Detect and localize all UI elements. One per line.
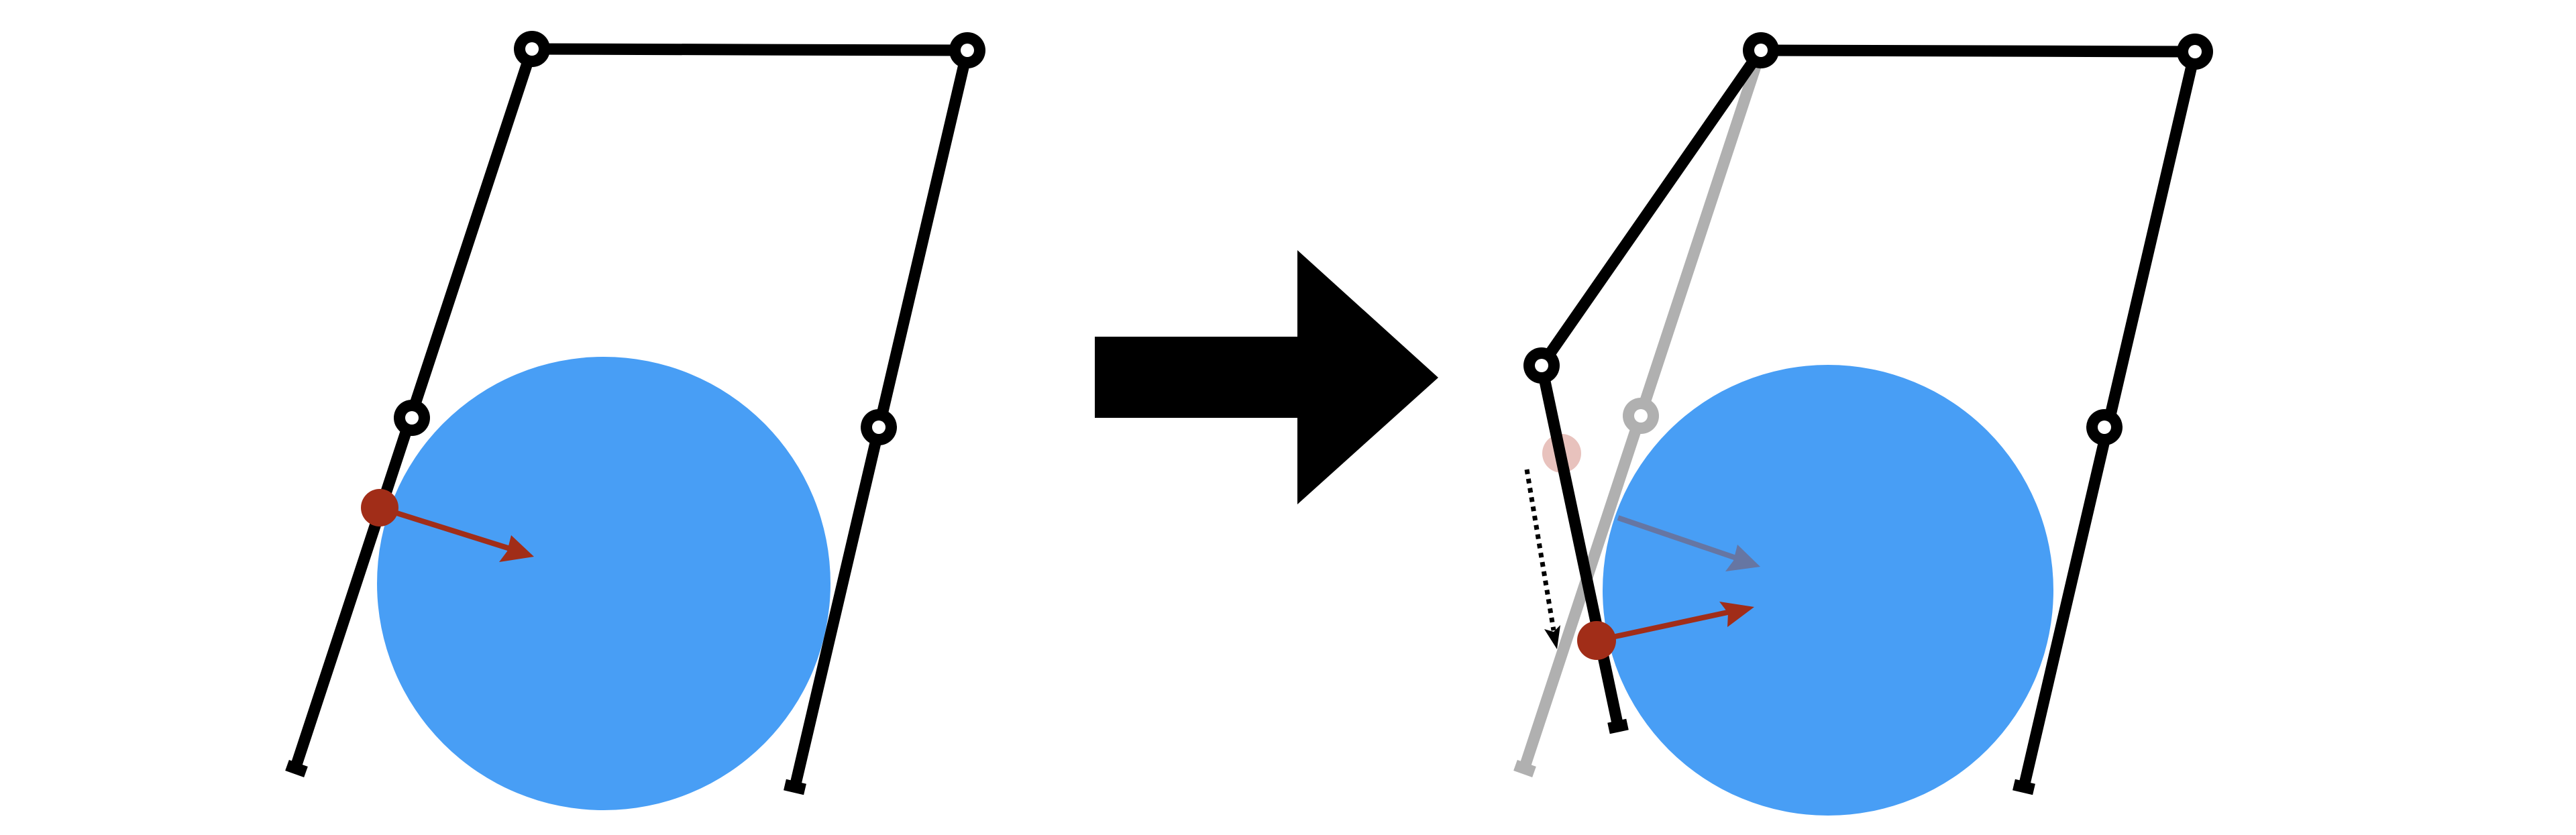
joint-right-panel-right-top [2177,34,2213,70]
left-proximal-link [1537,47,1766,369]
joint-right-top [949,32,985,68]
ball-right [1603,365,2053,816]
transition-arrow [1095,250,1438,504]
contact-point-right [1577,621,1616,660]
contact-force-arrow-left [378,505,511,551]
ghost-joint-left-mid [1623,398,1659,434]
palm-link-left [531,43,968,56]
joint-right-panel-right-mid [2086,409,2123,445]
left-distal-tip [1607,718,1629,734]
joint-right-mid [861,409,897,445]
left-finger-tip [285,759,308,778]
ghost-contact-force-arrowhead [1725,545,1760,571]
joint-left-top [514,31,550,67]
joint-left-mid [394,400,430,436]
initial-state-panel [285,31,985,810]
ghost-left-finger-tip [1513,759,1536,778]
palm-link-right [1760,44,2196,58]
displacement-arrowhead [1544,625,1560,649]
contact-point-left [361,489,398,526]
contact-force-arrow-right [1596,609,1731,643]
ball-left [377,357,830,810]
displacement-arrow [1524,469,1556,631]
joint-right-panel-left-top [1743,32,1779,68]
left-distal-link [1536,364,1624,728]
ghost-contact-force-arrow [1617,515,1737,561]
contact-force-arrowhead-right [1719,602,1754,627]
contact-force-arrowhead-left [499,535,534,562]
right-finger-tip [784,779,806,795]
right-finger-tip-2 [2012,779,2035,795]
joint-right-panel-left-mid [1523,347,1560,384]
perturbed-state-panel [1513,32,2213,816]
